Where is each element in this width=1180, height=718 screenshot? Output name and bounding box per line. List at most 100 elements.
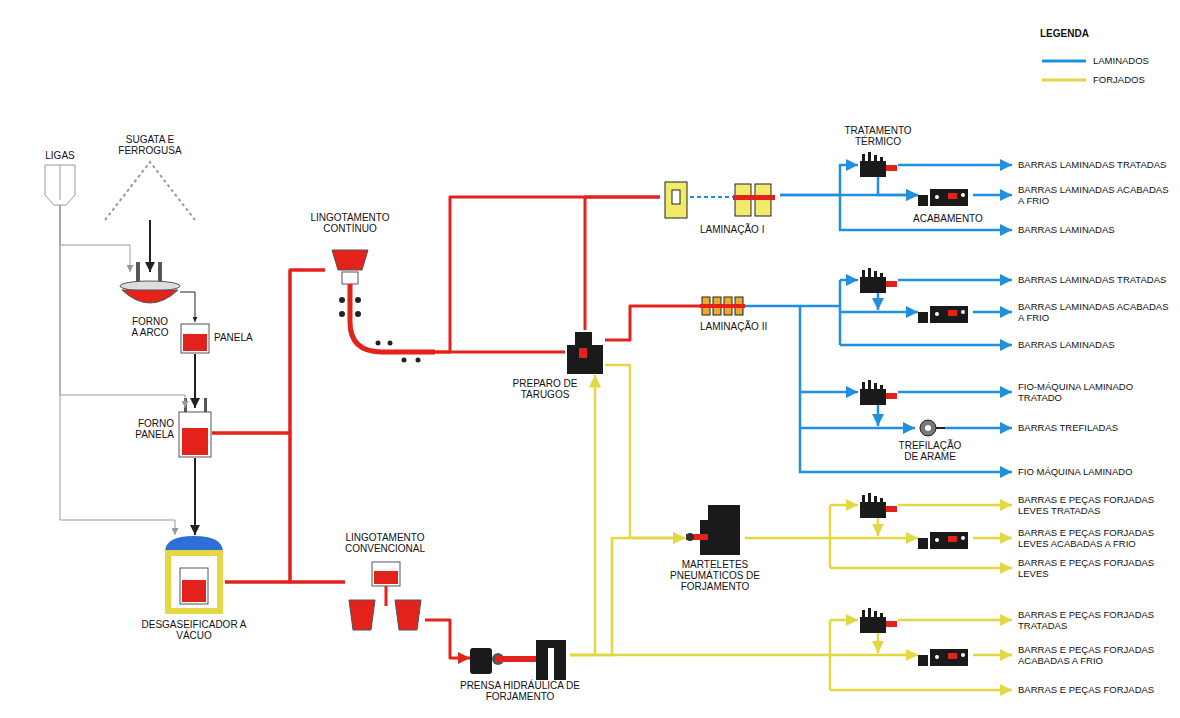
flow-connector bbox=[212, 270, 325, 433]
continuous-caster bbox=[402, 358, 407, 363]
product-label: BARRAS E PEÇAS FORJADAS LEVES bbox=[1018, 558, 1173, 579]
product-flow-lines bbox=[840, 344, 1012, 347]
product-flow-lines bbox=[898, 164, 1012, 167]
equipment-label: LAMINAÇÃO I bbox=[700, 224, 790, 235]
product-label: BARRAS E PEÇAS FORJADAS LEVES ACABADAS A… bbox=[1018, 528, 1173, 549]
vacuum-degasser bbox=[180, 568, 208, 604]
equipment-node: ACABAMENTO bbox=[918, 185, 973, 210]
rolling-mill-1 bbox=[665, 182, 687, 218]
product-flow-lines bbox=[898, 391, 1012, 394]
pneumatic-hammer bbox=[700, 505, 740, 555]
ligas-silo bbox=[60, 165, 61, 200]
heat-treatment-icons bbox=[860, 152, 897, 177]
hydraulic-press bbox=[536, 640, 566, 648]
flow-connector bbox=[745, 306, 915, 428]
ingot-casting bbox=[349, 562, 421, 630]
product-flow-lines bbox=[840, 311, 918, 314]
equipment-label: SUGATA E FERROGUSA bbox=[115, 134, 185, 156]
ingot-casting bbox=[385, 586, 388, 606]
ligas-silo bbox=[45, 165, 75, 205]
equipment-node: PREPARO DE TARUGOS bbox=[565, 330, 605, 375]
equipment-label: FORNO PANELA bbox=[120, 418, 174, 440]
product-label: BARRAS LAMINADAS bbox=[1018, 225, 1173, 236]
continuous-caster bbox=[388, 341, 393, 346]
product-flow-lines bbox=[830, 654, 918, 657]
flow-connector bbox=[435, 351, 565, 354]
equipment-label: LIGAS bbox=[30, 150, 90, 161]
heat-treatment-icons bbox=[860, 608, 897, 633]
wire-drawing bbox=[920, 420, 945, 436]
flow-connector bbox=[60, 205, 175, 535]
legend-text: FORJADOS bbox=[1093, 75, 1173, 86]
product-flow-lines bbox=[800, 305, 840, 308]
hydraulic-press bbox=[470, 648, 492, 674]
product-flow-lines bbox=[800, 428, 1012, 472]
equipment-label: LAMINAÇÃO II bbox=[700, 321, 795, 332]
flow-connector bbox=[225, 270, 325, 582]
product-flow-lines bbox=[830, 537, 918, 540]
product-label: BARRAS LAMINADAS TRATADAS bbox=[1018, 160, 1173, 171]
product-label: BARRAS E PEÇAS FORJADAS ACABADAS A FRIO bbox=[1018, 645, 1173, 666]
flow-connector bbox=[149, 220, 151, 272]
vacuum-degasser bbox=[168, 553, 220, 611]
equipment-node: FORNO A ARCO bbox=[120, 272, 180, 312]
equipment-node: TRATAMENTO TÉRMICO bbox=[858, 152, 898, 177]
product-flow-lines bbox=[877, 633, 880, 653]
product-flow-lines bbox=[877, 293, 880, 310]
product-flow-lines bbox=[840, 195, 1012, 230]
rolling-mill-2 bbox=[700, 297, 745, 315]
vacuum-degasser bbox=[182, 580, 206, 602]
billet-preparation bbox=[567, 332, 603, 374]
continuous-caster bbox=[355, 311, 361, 317]
equipment-label: TREFILAÇÃO DE ARAME bbox=[895, 440, 965, 462]
flow-connector bbox=[435, 197, 660, 352]
equipment-node: PANELA bbox=[180, 322, 210, 354]
equipment-label: TRATAMENTO TÉRMICO bbox=[838, 125, 918, 147]
product-flow-lines bbox=[830, 689, 1012, 692]
product-flow-lines bbox=[973, 311, 1012, 314]
product-flow-lines bbox=[945, 427, 1012, 430]
continuous-caster bbox=[416, 358, 421, 363]
legend-samples bbox=[1042, 79, 1086, 82]
ingot-casting bbox=[374, 571, 398, 584]
legend-title: LEGENDA bbox=[1040, 29, 1140, 40]
product-flow-lines bbox=[973, 194, 1012, 197]
arc-furnace bbox=[122, 290, 178, 303]
legend-samples bbox=[1042, 60, 1086, 63]
heat-treatment-icons bbox=[860, 380, 897, 405]
product-flow-lines bbox=[830, 567, 1012, 570]
product-flow-lines bbox=[898, 619, 1012, 622]
product-flow-lines bbox=[973, 537, 1012, 540]
equipment-node: TREFILAÇÃO DE ARAME bbox=[915, 418, 945, 438]
rolling-mill-2 bbox=[700, 304, 745, 308]
vacuum-degasser bbox=[165, 536, 223, 611]
product-label: BARRAS LAMINADAS ACABADAS A FRIO bbox=[1018, 185, 1173, 206]
hydraulic-press bbox=[496, 656, 540, 662]
arc-furnace bbox=[136, 262, 140, 284]
flow-connector bbox=[780, 165, 858, 195]
flow-connector bbox=[60, 205, 130, 272]
rolling-mill-1 bbox=[665, 182, 775, 218]
legend-samples bbox=[1042, 61, 1086, 80]
continuous-caster bbox=[332, 250, 435, 363]
finishing-icons bbox=[918, 649, 968, 666]
wire-drawing bbox=[925, 425, 931, 431]
pneumatic-hammer bbox=[686, 505, 740, 555]
equipment-node: PRENSA HIDRÁULICA DE FORJAMENTO bbox=[470, 640, 570, 680]
flow-connector bbox=[194, 458, 196, 535]
product-flow-lines bbox=[830, 504, 858, 507]
billet-preparation bbox=[567, 332, 603, 374]
ligas-silo bbox=[45, 165, 75, 205]
product-flow-lines bbox=[877, 405, 880, 426]
heat-treatment-icons bbox=[860, 268, 897, 293]
equipment-node: FORNO PANELA bbox=[178, 408, 212, 458]
ladle-furnace bbox=[179, 412, 211, 457]
ingot-casting bbox=[349, 600, 375, 630]
product-label: FIO MÁQUINA LAMINADO bbox=[1018, 467, 1173, 478]
product-label: FIO-MÁQUINA LAMINADO TRATADO bbox=[1018, 382, 1173, 403]
equipment-node: LAMINAÇÃO II bbox=[700, 295, 745, 317]
equipment-node: LIGAS bbox=[45, 165, 75, 205]
